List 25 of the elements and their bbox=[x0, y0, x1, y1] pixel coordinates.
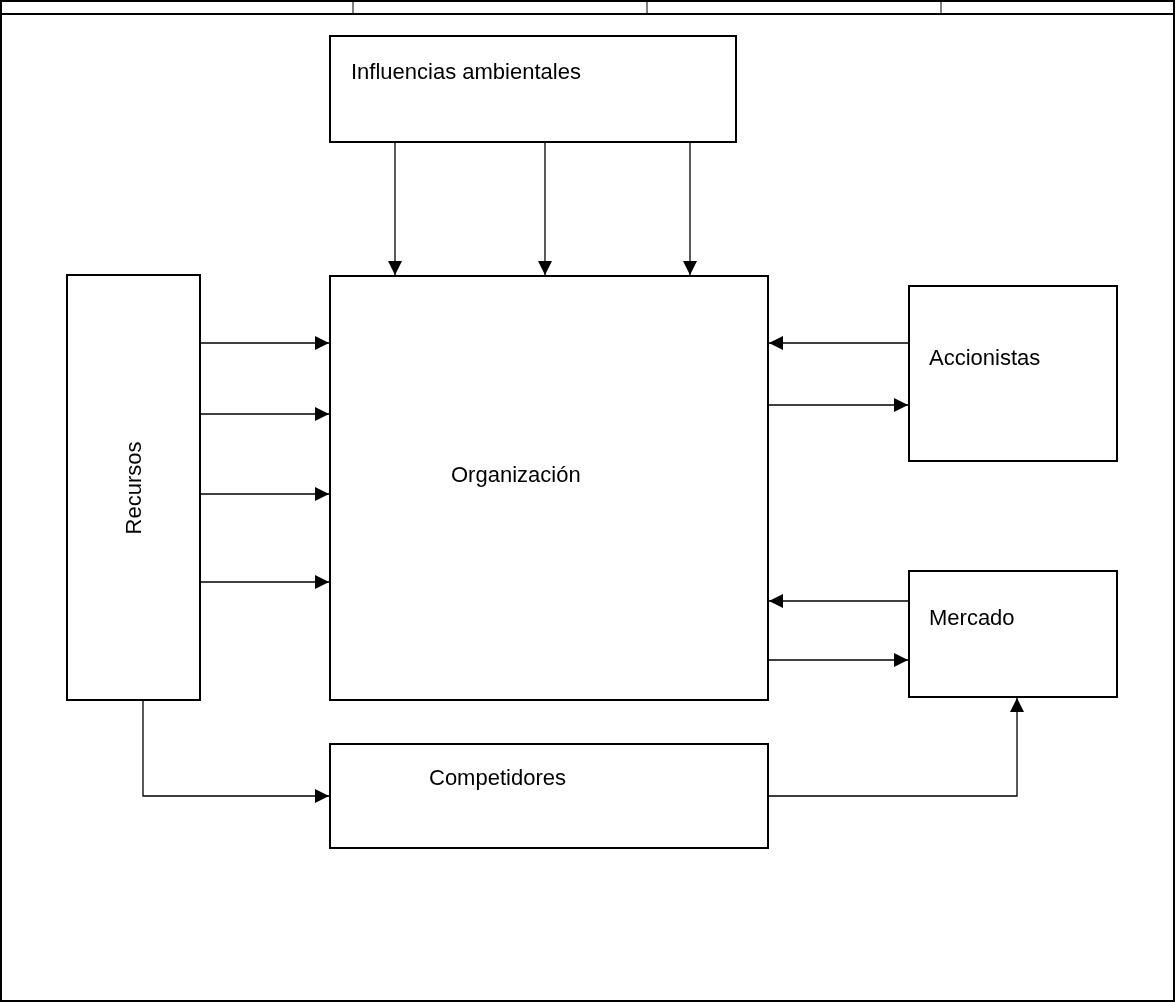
node-label: Mercado bbox=[929, 605, 1015, 631]
node-label: Recursos bbox=[120, 441, 147, 534]
arrow bbox=[768, 653, 909, 667]
arrow bbox=[683, 142, 697, 276]
arrow bbox=[200, 575, 330, 589]
arrow bbox=[142, 700, 330, 803]
process-box bbox=[908, 570, 1118, 698]
process-box bbox=[908, 285, 1118, 462]
arrow bbox=[388, 142, 402, 276]
node-label: Competidores bbox=[429, 765, 566, 791]
arrow bbox=[768, 398, 909, 412]
arrow bbox=[200, 407, 330, 421]
arrow bbox=[768, 697, 1024, 797]
process-box bbox=[329, 743, 769, 849]
arrow bbox=[768, 594, 909, 608]
arrow bbox=[768, 336, 909, 350]
process-box bbox=[329, 275, 769, 701]
arrow bbox=[200, 336, 330, 350]
arrow bbox=[538, 142, 552, 276]
process-box bbox=[66, 274, 201, 701]
arrow bbox=[200, 487, 330, 501]
node-label: Organización bbox=[451, 462, 581, 488]
process-box bbox=[329, 35, 737, 143]
node-label: Influencias ambientales bbox=[351, 59, 581, 85]
node-label: Accionistas bbox=[929, 345, 1041, 371]
